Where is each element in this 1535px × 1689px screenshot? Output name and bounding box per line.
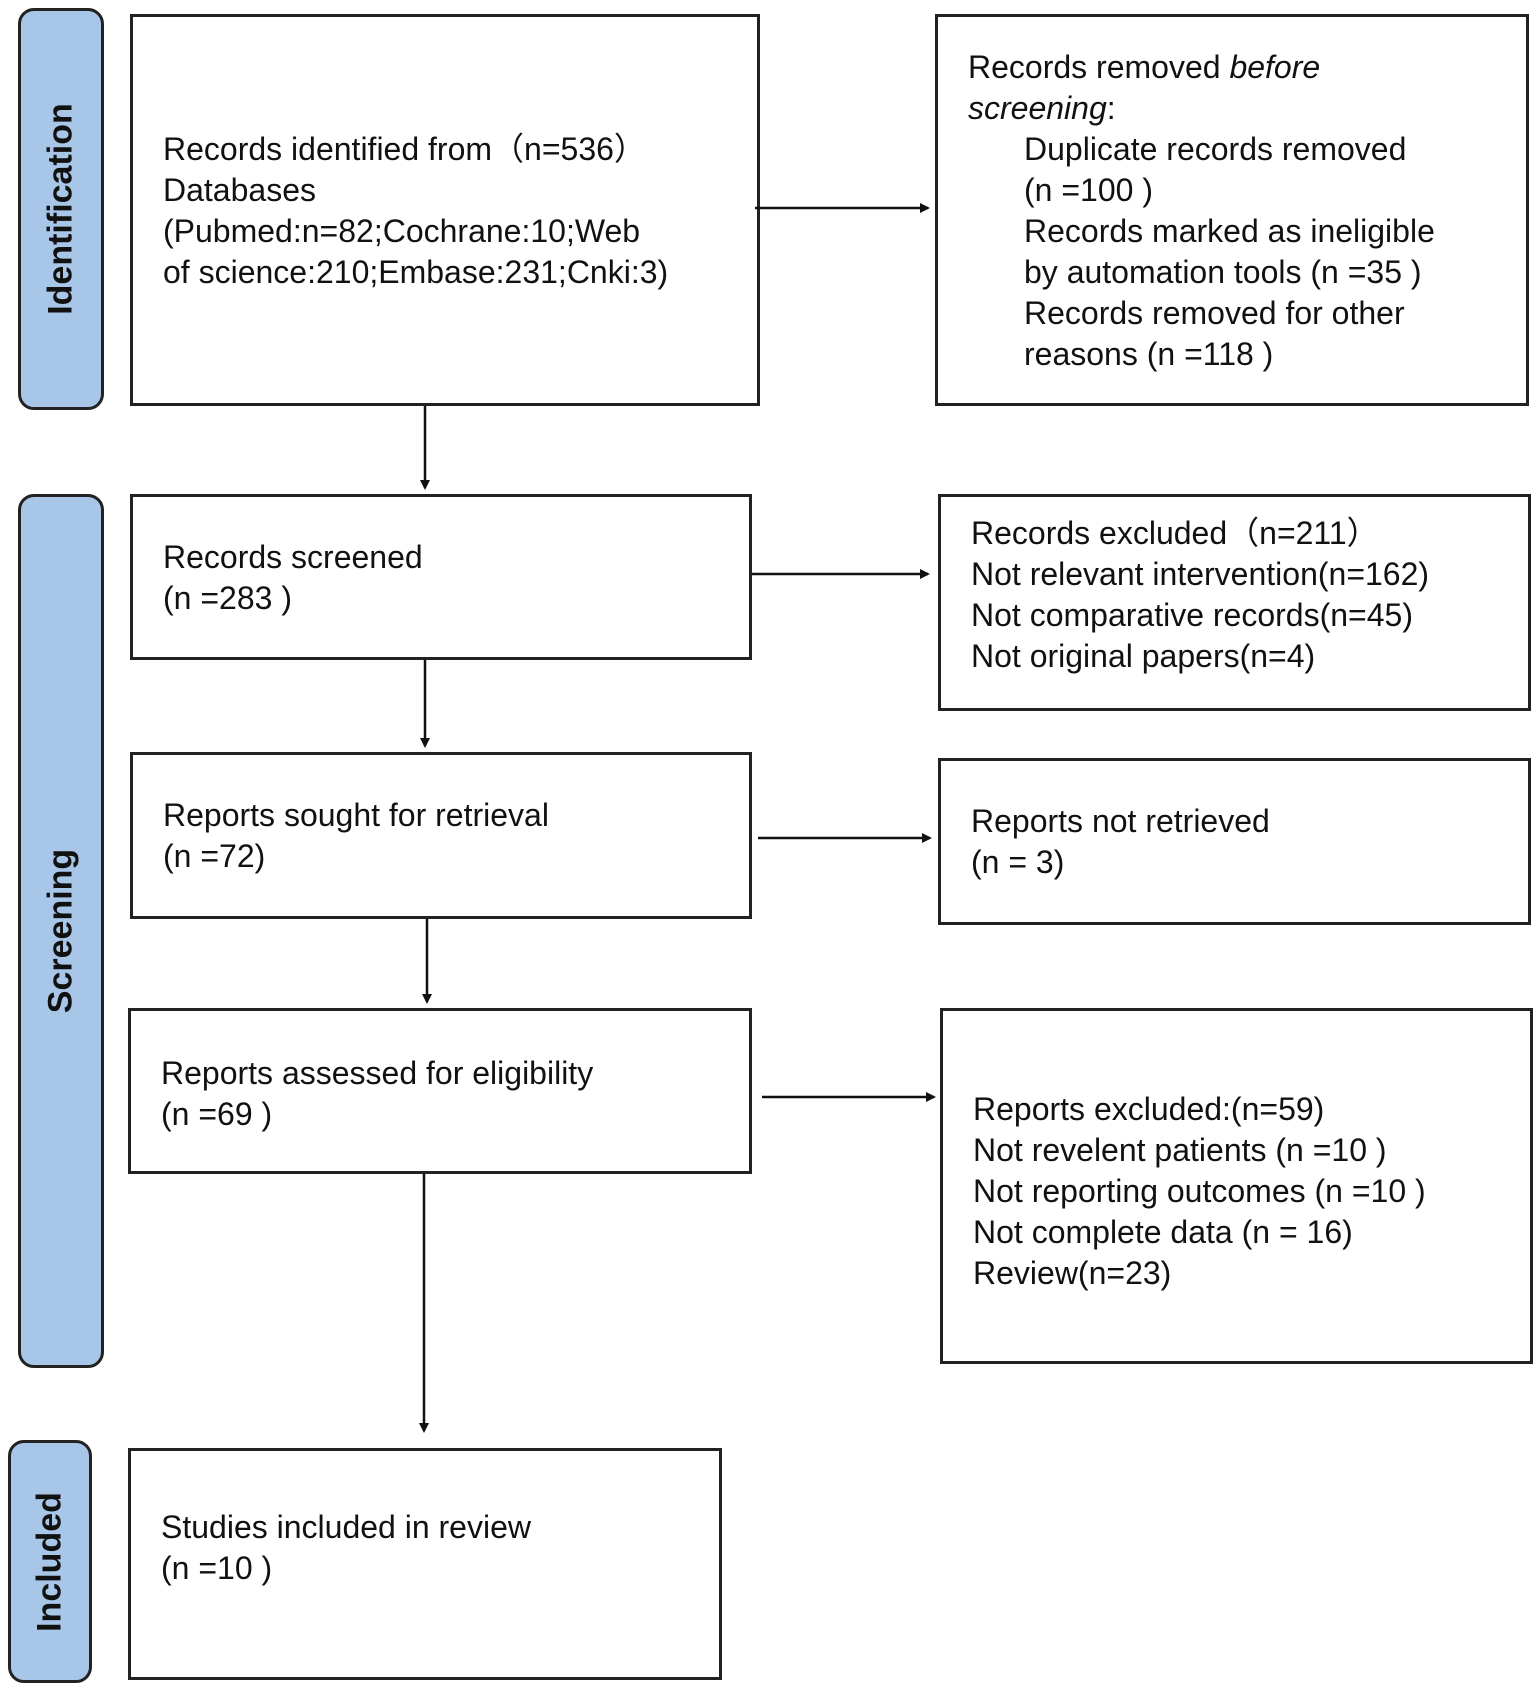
not-reporting-outcomes: Not reporting outcomes (n =10 )	[973, 1173, 1426, 1209]
records-removed-title: Records removed before	[968, 49, 1321, 85]
reports-assessed-box: Reports assessed for eligibility (n =69 …	[128, 1008, 752, 1174]
studies-included-count: (n =10 )	[161, 1550, 273, 1586]
phase-screening: Screening	[18, 494, 104, 1368]
reports-excluded-title: Reports excluded:(n=59)	[973, 1091, 1325, 1127]
studies-included-box: Studies included in review (n =10 )	[128, 1448, 722, 1680]
not-original-papers: Not original papers(n=4)	[971, 638, 1316, 674]
not-relevant-intervention: Not relevant intervention(n=162)	[971, 556, 1430, 592]
records-screened-count: (n =283 )	[163, 580, 292, 616]
reports-sought-label: Reports sought for retrieval	[163, 797, 549, 833]
records-removed-title-2: screening:	[968, 90, 1116, 126]
other-reasons-label: Records removed for other	[1024, 295, 1405, 331]
review-excluded: Review(n=23)	[973, 1255, 1172, 1291]
records-identified-text: Records identified from（n=536）	[163, 131, 646, 167]
reports-not-retrieved-label: Reports not retrieved	[971, 803, 1270, 839]
reports-assessed-count: (n =69 )	[161, 1096, 273, 1132]
records-screened-label: Records screened	[163, 539, 423, 575]
databases-label: Databases	[163, 172, 316, 208]
studies-included-label: Studies included in review	[161, 1509, 531, 1545]
reports-assessed-label: Reports assessed for eligibility	[161, 1055, 594, 1091]
automation-ineligible-label: Records marked as ineligible	[1024, 213, 1435, 249]
duplicate-records-count: (n =100 )	[1024, 172, 1153, 208]
not-complete-data: Not complete data (n = 16)	[973, 1214, 1353, 1250]
database-breakdown-2: of science:210;Embase:231;Cnki:3)	[163, 254, 669, 290]
reports-excluded-box: Reports excluded:(n=59) Not revelent pat…	[940, 1008, 1533, 1364]
not-comparative-records: Not comparative records(n=45)	[971, 597, 1413, 633]
database-breakdown-1: (Pubmed:n=82;Cochrane:10;Web	[163, 213, 641, 249]
records-screened-box: Records screened (n =283 )	[130, 494, 752, 660]
not-relevant-patients: Not revelent patients (n =10 )	[973, 1132, 1387, 1168]
automation-ineligible-count: by automation tools (n =35 )	[1024, 254, 1422, 290]
records-excluded-title: Records excluded（n=211）	[971, 515, 1379, 551]
reports-not-retrieved-count: (n = 3)	[971, 844, 1065, 880]
reports-sought-count: (n =72)	[163, 838, 266, 874]
phase-included: Included	[8, 1440, 92, 1683]
records-identified-box: Records identified from（n=536） Databases…	[130, 14, 760, 406]
reports-not-retrieved-box: Reports not retrieved (n = 3)	[938, 758, 1531, 925]
reports-sought-box: Reports sought for retrieval (n =72)	[130, 752, 752, 919]
phase-identification: Identification	[18, 8, 104, 410]
duplicate-records-label: Duplicate records removed	[1024, 131, 1407, 167]
records-excluded-box: Records excluded（n=211） Not relevant int…	[938, 494, 1531, 711]
other-reasons-count: reasons (n =118 )	[1024, 336, 1274, 372]
records-removed-box: Records removed before screening: Duplic…	[935, 14, 1529, 406]
